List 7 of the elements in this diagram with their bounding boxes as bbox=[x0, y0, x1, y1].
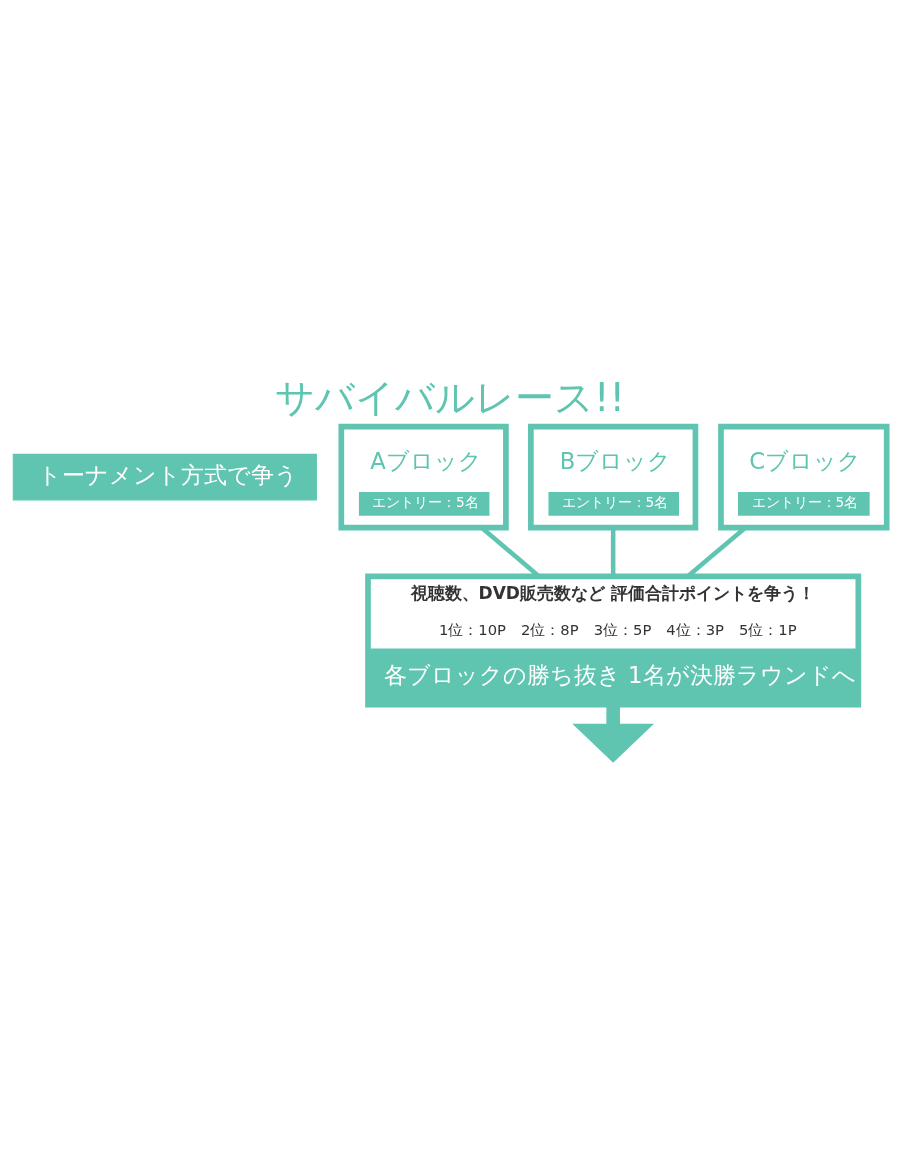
node-box: Cブロック エントリー：5名 bbox=[718, 423, 890, 530]
node-box: Bブロック エントリー：5名 bbox=[528, 423, 699, 530]
node-box: Aブロック エントリー：5名 bbox=[338, 423, 509, 530]
diagram-title: サバイバルレース!! bbox=[275, 374, 625, 420]
node-box: トーナメント方式で争う bbox=[12, 453, 317, 500]
arrow bbox=[572, 704, 654, 763]
connector bbox=[610, 527, 616, 576]
